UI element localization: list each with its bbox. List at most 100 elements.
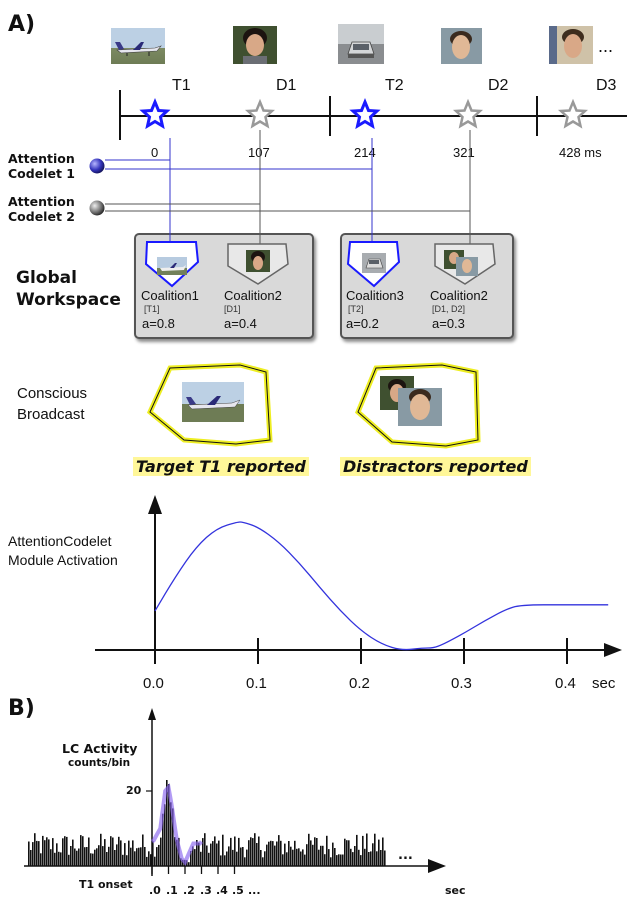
- lc-bar-121: [270, 840, 272, 866]
- lc-bar-41: [110, 836, 112, 866]
- lc-bar-35: [98, 845, 100, 866]
- lc-bar-98: [224, 855, 226, 866]
- star-icon-d1: [244, 98, 276, 129]
- lc-bar-33: [94, 849, 96, 866]
- lc-bar-71: [170, 802, 172, 866]
- distractors-reported-label: Distractors reported: [340, 457, 531, 476]
- lc-bar-31: [90, 853, 92, 866]
- lc-bar-165: [358, 849, 360, 866]
- codelet-2-label: Attention Codelet 2: [8, 194, 75, 224]
- lc-tick-label-1: .1: [166, 884, 178, 897]
- lc-bar-17: [62, 838, 64, 866]
- lc-bar-63: [154, 856, 156, 866]
- lc-tick-label-4: .4: [216, 884, 228, 897]
- lc-bar-100: [228, 846, 230, 866]
- lc-bar-53: [134, 851, 136, 866]
- lc-bar-171: [370, 851, 372, 866]
- broadcast-airplane-photo: [182, 382, 244, 422]
- lc-bar-96: [220, 855, 222, 866]
- lc-bar-137: [302, 849, 304, 866]
- lc-bar-172: [372, 843, 374, 866]
- lc-bar-142: [312, 844, 314, 866]
- lc-bar-47: [122, 854, 124, 866]
- lc-tick-label-2: .2: [183, 884, 195, 897]
- codelet-1-node: [89, 158, 105, 174]
- time-0: 0: [151, 145, 159, 160]
- lc-x-ticks: [151, 866, 236, 874]
- lc-bar-141: [310, 840, 312, 866]
- broadcast-outline-right: [357, 364, 479, 447]
- coalition-2-name: Coalition2: [224, 288, 282, 303]
- module-tick-label-3: 0.3: [451, 675, 472, 692]
- lc-bar-87: [202, 838, 204, 866]
- lc-bar-168: [364, 848, 366, 866]
- lc-bar-29: [86, 847, 88, 866]
- lc-bar-24: [76, 850, 78, 866]
- target-reported-label: Target T1 reported: [133, 457, 309, 476]
- lc-bar-8: [44, 840, 46, 866]
- lc-smoothed-curve: [150, 783, 204, 866]
- lc-bar-64: [156, 847, 158, 866]
- face-photo-d1: [233, 26, 277, 64]
- coalition-3-name: Coalition3: [346, 288, 404, 303]
- lc-bar-83: [194, 849, 196, 866]
- lc-bar-76: [180, 858, 182, 866]
- lc-bar-28: [84, 847, 86, 866]
- coalition-1-members: [T1]: [144, 304, 160, 314]
- lc-bar-38: [104, 839, 106, 866]
- module-label-line1: AttentionCodelet: [8, 533, 112, 549]
- coalition-3-members: [T2]: [348, 304, 364, 314]
- lc-bar-26: [80, 835, 82, 866]
- lc-bar-167: [362, 835, 364, 866]
- lc-bar-7: [42, 835, 44, 866]
- gw-label-line1: Global: [16, 268, 77, 288]
- lc-bar-136: [300, 851, 302, 866]
- lc-bar-10: [48, 839, 50, 866]
- lc-bar-146: [320, 845, 322, 866]
- lc-bar-9: [46, 837, 48, 866]
- lc-y-tick-20: 20: [126, 784, 142, 797]
- lc-bar-129: [286, 852, 288, 866]
- module-activation-curve: [154, 521, 609, 651]
- lc-bar-42: [112, 837, 114, 866]
- lc-bar-127: [282, 854, 284, 866]
- lc-bar-111: [250, 837, 252, 866]
- lc-bar-114: [256, 843, 258, 866]
- module-tick-label-1: 0.1: [246, 675, 267, 692]
- lc-bar-170: [368, 852, 370, 866]
- lc-bar-12: [52, 838, 54, 866]
- lc-bar-4: [36, 840, 38, 866]
- lc-bar-95: [218, 840, 220, 866]
- coalition-1-airplane-thumb: [157, 257, 187, 275]
- lc-bar-149: [326, 835, 328, 866]
- star-icon-d2: [452, 98, 484, 129]
- coalition-4-activation: a=0.3: [432, 316, 465, 331]
- lc-bar-67: [162, 813, 164, 866]
- lc-bar-80: [188, 862, 190, 866]
- lc-bar-119: [266, 844, 268, 866]
- module-label-line2: Module Activation: [8, 552, 118, 568]
- lc-bar-116: [260, 850, 262, 866]
- lc-bar-148: [324, 854, 326, 866]
- sequence-ellipsis: ...: [598, 36, 614, 56]
- codelet-2-label-line1: Attention: [8, 194, 75, 209]
- lc-bar-19: [66, 836, 68, 866]
- lc-bar-43: [114, 850, 116, 866]
- lc-bar-58: [144, 847, 146, 866]
- codelet-1-label-line1: Attention: [8, 151, 75, 166]
- codelet-1-connections: [105, 138, 373, 258]
- module-activation-label: AttentionCodelet Module Activation: [8, 532, 118, 570]
- lc-bar-144: [316, 838, 318, 866]
- lc-bar-52: [132, 840, 134, 866]
- lc-bar-115: [258, 836, 260, 866]
- broadcast-faces-photo: [380, 376, 442, 426]
- time-321: 321: [453, 145, 475, 160]
- lc-bar-156: [340, 854, 342, 866]
- lc-bar-73: [174, 837, 176, 866]
- module-tick-label-0: 0.0: [143, 675, 164, 692]
- lc-bar-34: [96, 848, 98, 866]
- lc-bar-85: [198, 842, 200, 866]
- lc-bar-1: [30, 850, 32, 866]
- lc-bar-162: [352, 852, 354, 866]
